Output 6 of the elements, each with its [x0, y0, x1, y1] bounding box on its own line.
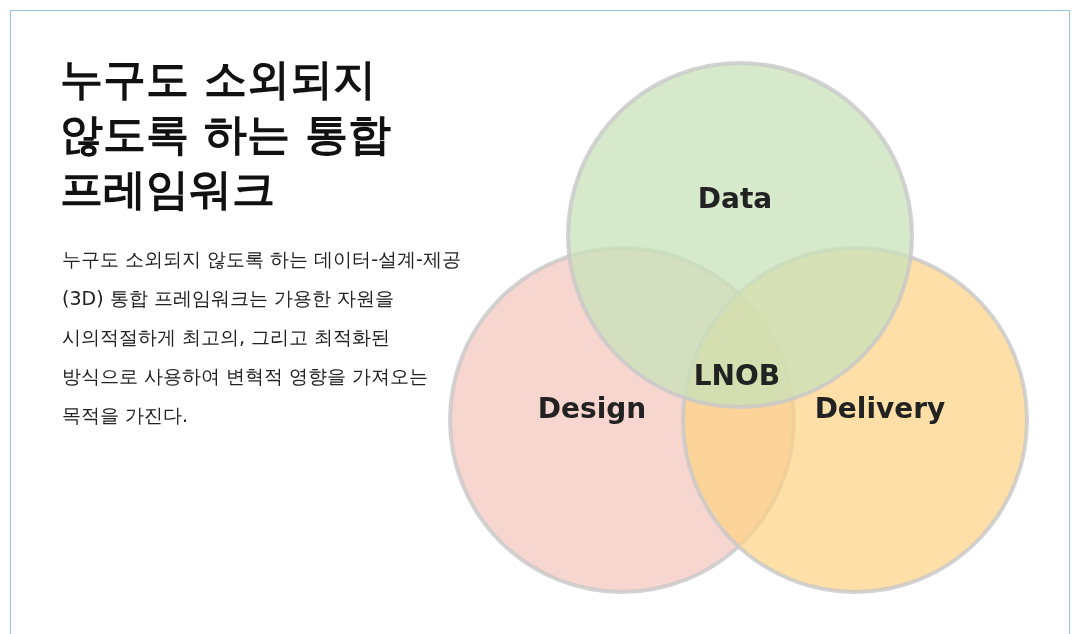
circle-label: Data — [696, 182, 774, 215]
circle-label: Delivery — [813, 392, 947, 425]
circle-label: Design — [536, 392, 648, 425]
description-paragraph: 누구도 소외되지 않도록 하는 데이터-설계-제공(3D) 통합 프레임워크는 가용한 자원을 시의적절하게 최고의, 그리고 최적화된 방식으로 사용하여 변혁적 영향을 가져오는 목적을 가진다. — [62, 247, 462, 428]
center-label: LNOB — [692, 359, 782, 392]
heading: 누구도 소외되지 않도록 하는 통합 프레임워크 — [60, 53, 392, 216]
